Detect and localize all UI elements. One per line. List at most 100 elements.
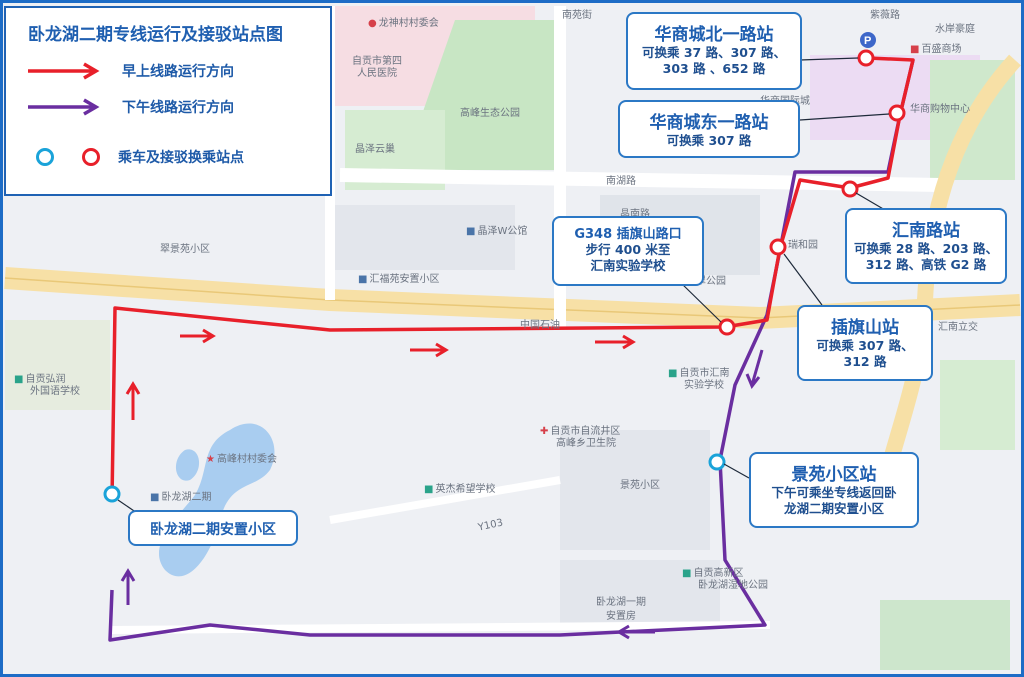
place-label: 华商购物中心: [910, 104, 970, 115]
place-huinan-overpass: 汇南立交: [938, 318, 978, 333]
place-label: 景苑小区: [620, 480, 660, 491]
poi-icon: ■: [682, 568, 692, 579]
place-label: 自贡市汇南: [679, 368, 730, 379]
place-label: 卧龙湖二期: [161, 492, 212, 503]
place-label: 自贡高新区: [693, 568, 744, 579]
place-experimental: ■自贡市汇南实验学校: [668, 368, 729, 392]
morning-arrow: [410, 342, 449, 358]
place-gaofeng-village: ★高峰村村委会: [206, 450, 277, 465]
legend-box: 卧龙湖二期专线运行及接驳站点图 早上线路运行方向 下午线路运行方向 乘车及接驳换…: [4, 6, 332, 196]
poi-icon: ■: [150, 492, 160, 503]
station-name: 华商城北一路站: [654, 25, 774, 45]
place-zhangjiawan: 紫薇路: [870, 6, 900, 21]
afternoon-arrow: [745, 349, 764, 389]
place-label: 实验学校: [684, 380, 724, 391]
poi-icon: ■: [668, 368, 678, 379]
place-baisheng: ■百盛商场: [910, 40, 961, 55]
purple-arrow-icon-shape: [28, 98, 100, 116]
place-label: 百盛商场: [921, 44, 962, 55]
station-name: 卧龙湖二期安置小区: [150, 522, 276, 538]
poi-icon: ■: [910, 44, 920, 55]
station-note: 汇南实验学校: [590, 258, 666, 273]
place-huifu: ■汇福苑安置小区: [358, 270, 439, 285]
place-label: 高峰村村委会: [216, 454, 277, 465]
legend-row-afternoon: 下午线路运行方向: [24, 94, 234, 120]
morning-arrows: [125, 328, 636, 420]
stop-wolonghu[interactable]: [103, 485, 121, 503]
road-nanhu: [339, 168, 941, 192]
green-patch-sw: [5, 320, 110, 410]
park-area: [420, 20, 560, 170]
place-park: 高峰生态公园: [460, 104, 520, 119]
station-note: 下午可乘坐专线返回卧: [771, 485, 897, 500]
station-transfer: 312 路、高铁 G2 路: [865, 257, 987, 272]
station-transfer: 可换乘 37 路、307 路、: [641, 45, 787, 60]
place-label: 瑞和园: [788, 240, 818, 251]
place-shuian: 水岸豪庭: [935, 20, 975, 35]
place-cuijing: 翡翠公园: [686, 272, 726, 287]
place-label: 自贡市自流井区: [550, 426, 621, 437]
poi-icon: ■: [14, 374, 24, 385]
stop-g348[interactable]: [718, 318, 736, 336]
place-hospital: 自贡市第四人民医院: [352, 56, 402, 80]
legend-row-stops: 乘车及接驳换乘站点: [24, 144, 244, 170]
poi-icon: ●: [368, 18, 377, 29]
place-label: 紫薇路: [870, 10, 900, 21]
place-jingze-w: ■晶泽W公馆: [466, 222, 527, 237]
place-label: 翠景苑小区: [160, 244, 210, 255]
callout-jingyuan: 景苑小区站 下午可乘坐专线返回卧 龙湖二期安置小区: [749, 452, 919, 528]
stop-huashang-east[interactable]: [888, 104, 906, 122]
morning-arrow: [595, 334, 636, 350]
place-label: 南湖路: [606, 176, 636, 187]
place-huashang-shopping: 华商购物中心: [910, 100, 970, 115]
poi-icon: ■: [358, 274, 368, 285]
stop-huashang-north[interactable]: [857, 49, 875, 67]
place-ruihe: 瑞和园: [788, 236, 818, 251]
stop-jingyuan[interactable]: [708, 453, 726, 471]
place-jingyuan-xq: 景苑小区: [620, 476, 660, 491]
leader-line: [799, 57, 859, 61]
place-yingjie: ■英杰希望学校: [424, 480, 495, 495]
place-label: 水岸豪庭: [935, 24, 975, 35]
parking-icon-letter: P: [864, 35, 871, 47]
legend-afternoon-label: 下午线路运行方向: [122, 100, 234, 116]
leader-line: [679, 281, 722, 323]
road-east-curve: [872, 54, 1021, 502]
stop-huinan[interactable]: [841, 180, 859, 198]
leader-line: [799, 113, 890, 121]
place-health: ✚自贡市自流井区高峰乡卫生院: [540, 426, 620, 450]
leader-line: [723, 463, 750, 479]
place-label: 晶南路: [620, 209, 650, 220]
morning-arrow: [180, 328, 216, 344]
red-arrow-icon: [28, 62, 100, 80]
place-nanhu-road: 南湖路: [606, 172, 636, 187]
lake-small: [175, 449, 200, 481]
place-hightech: ■自贡高新区卧龙湖湿地公园: [682, 568, 768, 592]
place-wolonghu1: 卧龙湖一期安置房: [596, 596, 646, 624]
station-transfer: 可换乘 28 路、203 路、: [853, 241, 999, 256]
legend-stops-label: 乘车及接驳换乘站点: [118, 150, 244, 166]
building-block-3: [560, 430, 710, 550]
station-transfer: 312 路: [843, 354, 887, 369]
red-arrow-icon-shape: [28, 62, 100, 80]
poi-icon: ■: [424, 484, 434, 495]
place-label: 龙神村村委会: [378, 18, 439, 29]
place-hongrun: ■自贡弘润外国语学校: [14, 374, 80, 398]
building-block-2: [335, 205, 515, 270]
place-label: 安置房: [606, 611, 636, 622]
leader-line: [855, 192, 886, 211]
place-label: 外国语学校: [30, 386, 80, 397]
building-block-4: [560, 560, 720, 630]
callout-g348: G348 插旗山路口 步行 400 米至 汇南实验学校: [552, 216, 704, 286]
place-label: 汇福苑安置小区: [369, 274, 440, 285]
station-name: 华商城东一路站: [649, 113, 769, 133]
place-label: 卧龙湖一期: [596, 597, 646, 608]
place-label: 卧龙湖湿地公园: [698, 580, 768, 591]
place-label: 中国石油: [520, 320, 560, 331]
place-label: 翡翠公园: [686, 276, 726, 287]
road-y103: [329, 476, 561, 524]
stop-chaqishan[interactable]: [769, 238, 787, 256]
afternoon-arrow: [120, 568, 136, 605]
station-transfer: 303 路 、652 路: [662, 61, 766, 76]
place-petrochina: 中国石油: [520, 316, 560, 331]
